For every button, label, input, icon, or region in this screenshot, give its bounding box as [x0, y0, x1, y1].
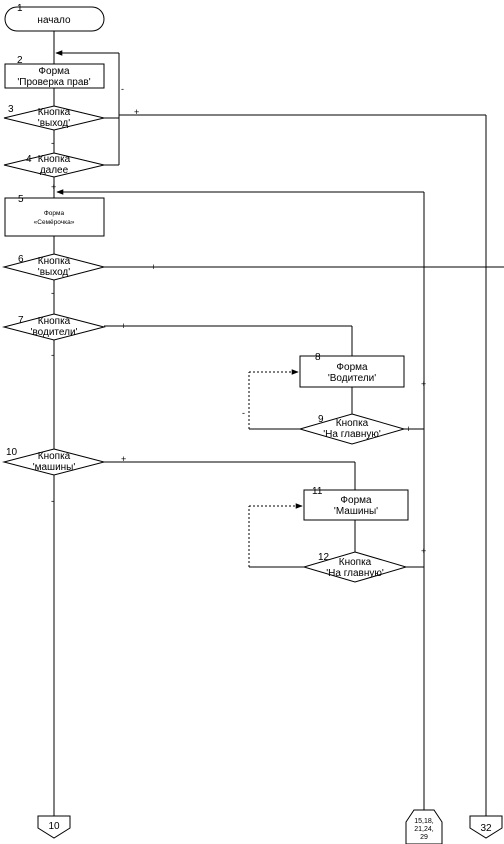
block-10-line2: 'машины' — [33, 462, 76, 473]
sign-plus: + — [151, 262, 156, 272]
connector-multi-line3: 29 — [420, 834, 428, 841]
block-6-line2: 'выход' — [38, 267, 70, 278]
block-12-decision: 12 Кнопка 'На главную' — [302, 551, 408, 583]
block-3-number: 3 — [8, 104, 14, 115]
block-11-number: 11 — [312, 486, 323, 497]
block-3-line1: Кнопка — [38, 107, 71, 118]
block-10-line1: Кнопка — [38, 451, 71, 462]
block-8-form: 8 Форма 'Водители' — [299, 352, 405, 388]
sign-minus: - — [121, 84, 124, 94]
block-12-line1: Кнопка — [339, 557, 372, 568]
sign-plus: + — [421, 379, 426, 389]
branch-signs: - + - + + - + - - + + + - + — [51, 84, 426, 556]
block-4-decision: 4 Кнопка далее — [3, 152, 105, 178]
sign-plus: + — [121, 321, 126, 331]
block-3-decision: 3 Кнопка 'выход' — [3, 104, 105, 131]
block-6-decision: 6 Кнопка 'выход' — [2, 253, 106, 281]
block-2-line1: Форма — [38, 66, 70, 77]
block-6-number: 6 — [18, 254, 24, 265]
block-10-decision: 10 Кнопка 'машины' — [2, 447, 106, 476]
connector-32: 32 — [469, 815, 503, 839]
sign-plus: + — [121, 454, 126, 464]
sign-plus: + — [134, 107, 139, 117]
block-9-line2: 'На главную' — [323, 429, 381, 440]
block-8-line1: Форма — [336, 362, 368, 373]
connector-32-label: 32 — [480, 823, 492, 834]
block-9-decision: 9 Кнопка 'На главную' — [298, 413, 406, 445]
block-5-line1: Форма — [44, 210, 65, 217]
block-1-label: начало — [37, 15, 71, 26]
block-8-number: 8 — [315, 352, 321, 363]
block-5-form: 5 Форма «Семёрочка» — [4, 194, 105, 237]
block-11-form: 11 Форма 'Машины' — [303, 486, 409, 521]
block-4-line1: Кнопка — [38, 154, 71, 165]
block-5-line2: «Семёрочка» — [34, 219, 75, 226]
block-2-number: 2 — [17, 55, 23, 66]
block-7-decision: 7 Кнопка 'водители' — [2, 313, 106, 341]
sign-plus: + — [406, 424, 411, 434]
sign-minus: - — [51, 288, 54, 298]
sign-minus: - — [242, 408, 245, 418]
block-12-number: 12 — [318, 552, 330, 563]
block-2-form: 2 Форма 'Проверка прав' — [4, 55, 105, 89]
connector-10: 10 — [37, 815, 71, 839]
sign-minus: - — [51, 138, 54, 148]
block-11-line2: 'Машины' — [334, 506, 378, 517]
connector-multi-line1: 15,18, — [414, 818, 434, 825]
block-9-line1: Кнопка — [336, 418, 369, 429]
block-7-line1: Кнопка — [38, 316, 71, 327]
block-12-line2: 'На главную' — [326, 568, 384, 579]
block-10-number: 10 — [6, 447, 18, 458]
connector-multi-line2: 21,24, — [414, 826, 434, 833]
block-1-start: 1 начало — [4, 3, 105, 32]
block-3-line2: 'выход' — [38, 118, 70, 129]
block-4-line2: далее — [40, 165, 69, 176]
block-4-number: 4 — [26, 154, 32, 165]
block-2-line2: 'Проверка прав' — [17, 77, 90, 88]
sign-minus: - — [51, 350, 54, 360]
block-11-line1: Форма — [340, 495, 372, 506]
block-7-line2: 'водители' — [31, 327, 78, 338]
flow-lines — [53, 31, 504, 816]
sign-plus: + — [421, 546, 426, 556]
block-6-line1: Кнопка — [38, 256, 71, 267]
block-9-number: 9 — [318, 414, 324, 425]
connector-10-label: 10 — [48, 821, 60, 832]
block-7-number: 7 — [18, 315, 24, 326]
block-5-number: 5 — [18, 194, 24, 205]
block-1-number: 1 — [17, 3, 23, 14]
sign-plus: + — [51, 182, 56, 192]
connector-multi: 15,18, 21,24, 29 — [405, 809, 443, 844]
sign-minus: - — [51, 496, 54, 506]
block-8-line2: 'Водители' — [328, 373, 376, 384]
